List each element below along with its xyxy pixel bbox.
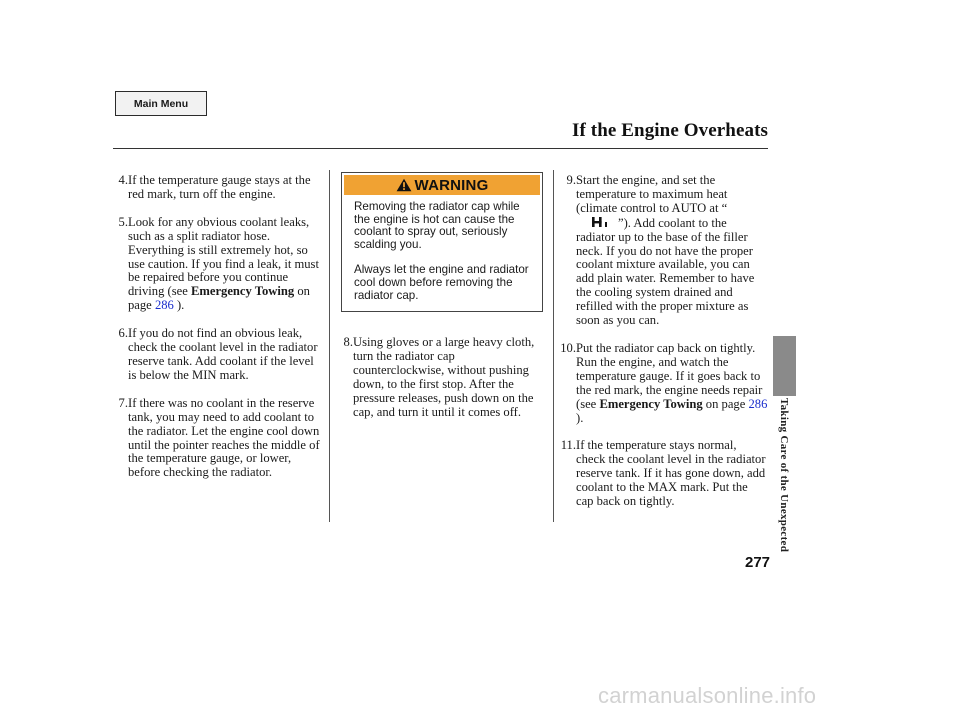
step-number: 4. [118, 173, 128, 187]
step-text: If you do not find an obvious leak, chec… [128, 326, 318, 382]
main-menu-button[interactable]: Main Menu [115, 91, 207, 116]
step-text: Put the radiator cap back on tightly. Ru… [576, 340, 768, 425]
step-number: 9. [566, 173, 576, 187]
column-right: 9. Start the engine, and set the tempera… [558, 173, 768, 523]
open-quote: “ [721, 200, 728, 215]
step-4: 4. If the temperature gauge stays at the… [112, 173, 322, 202]
chapter-tab-label: Taking Care of the Unexpected [769, 398, 799, 552]
page-link-286[interactable]: 286 [154, 298, 174, 313]
emergency-towing-ref: Emergency Towing [599, 396, 703, 411]
step-body-cont: ”). Add coolant to the radiator up to th… [576, 215, 755, 328]
title-divider [113, 148, 768, 149]
warning-header: WARNING [344, 175, 540, 195]
ref-tail: ). [176, 298, 185, 313]
step-number: 7. [118, 395, 128, 410]
column-middle: 8. Using gloves or a large heavy cloth, … [337, 335, 547, 433]
warning-label: WARNING [414, 176, 489, 194]
step-number: 6. [118, 326, 128, 341]
ref-tail: ). [576, 410, 584, 425]
page-title: If the Engine Overheats [572, 120, 768, 141]
step-number: 8. [343, 335, 353, 349]
emergency-towing-ref: Emergency Towing [190, 284, 295, 299]
page-number: 277 [745, 554, 771, 571]
step-text: If the temperature stays normal, check t… [576, 438, 766, 509]
column-divider-right [553, 170, 554, 522]
warning-paragraph: Removing the radiator cap while the engi… [354, 200, 520, 251]
step-8: 8. Using gloves or a large heavy cloth, … [337, 335, 547, 419]
step-number: 5. [118, 214, 128, 229]
step-text: Look for any obvious coolant leaks, such… [128, 214, 322, 313]
step-body: Look for any obvious coolant leaks, such… [128, 214, 319, 299]
step-7: 7. If there was no coolant in the reserv… [112, 395, 322, 480]
step-text: If the temperature gauge stays at the re… [128, 173, 311, 201]
watermark: carmanualsonline.info [598, 683, 817, 708]
step-body: Start the engine, and set the temperatur… [576, 173, 728, 215]
warning-box: WARNING Removing the radiator cap while … [341, 172, 543, 312]
column-divider-left [329, 170, 330, 522]
step-11: 11. If the temperature stays normal, che… [558, 439, 768, 509]
step-5: 5. Look for any obvious coolant leaks, s… [112, 214, 322, 313]
warning-paragraph: Always let the engine and radiator cool … [354, 263, 529, 302]
step-10: 10. Put the radiator cap back on tightly… [558, 340, 768, 425]
warning-body: Removing the radiator cap while the engi… [342, 195, 542, 302]
step-text: Start the engine, and set the temperatur… [576, 173, 768, 328]
max-heat-icon [592, 216, 607, 227]
column-left: 4. If the temperature gauge stays at the… [112, 173, 322, 494]
chapter-tab-band [773, 336, 796, 396]
page-link-286[interactable]: 286 [748, 396, 768, 411]
step-number: 11. [560, 438, 576, 453]
step-6: 6. If you do not find an obvious leak, c… [112, 326, 322, 383]
on-page-text: on page [705, 396, 746, 411]
step-9: 9. Start the engine, and set the tempera… [558, 173, 768, 328]
step-body: Put the radiator cap back on tightly. Ru… [576, 340, 763, 411]
step-text: Using gloves or a large heavy cloth, tur… [353, 335, 535, 419]
step-number: 10. [560, 340, 576, 355]
on-page-text: on page [128, 284, 310, 313]
chapter-label-text: Taking Care of the Unexpected [778, 398, 790, 553]
warning-triangle-icon [396, 178, 411, 192]
step-text: If there was no coolant in the reserve t… [128, 395, 320, 480]
